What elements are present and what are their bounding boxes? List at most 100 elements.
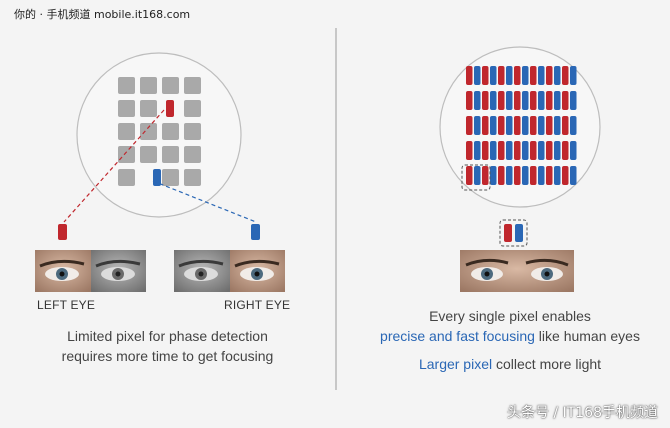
dual-pixel-blue — [554, 91, 561, 110]
dual-pixel-blue — [522, 116, 529, 135]
left-eye-photo — [35, 250, 146, 292]
left-eye-pixel-red — [58, 224, 67, 240]
dual-pixel-red — [546, 66, 553, 85]
dual-pixel-blue — [538, 141, 545, 160]
gray-pixel — [118, 123, 135, 140]
dual-pixel-red — [498, 116, 505, 135]
dual-pixel-blue — [570, 116, 577, 135]
dual-pixel-blue — [570, 66, 577, 85]
dual-pixel-red — [562, 91, 569, 110]
left-eye-label: LEFT EYE — [37, 298, 96, 312]
dual-pixel-red — [482, 66, 489, 85]
gray-pixel — [140, 77, 157, 94]
dual-pixel-red — [514, 116, 521, 135]
dual-pixel-blue — [570, 91, 577, 110]
right-eye-pixel-blue — [251, 224, 260, 240]
both-eyes-photo — [460, 250, 574, 292]
dual-pixel-blue — [522, 66, 529, 85]
dual-pixel-red — [498, 141, 505, 160]
dual-pixel-blue — [490, 116, 497, 135]
dual-pixel-blue — [522, 91, 529, 110]
dual-pixel-blue — [554, 141, 561, 160]
dual-pixel-blue — [490, 166, 497, 185]
gray-pixel — [184, 100, 201, 117]
left-pixel-grid — [118, 77, 201, 186]
dual-pixel-red — [482, 91, 489, 110]
dual-pixel-blue — [570, 166, 577, 185]
left-sensor-circle — [76, 52, 242, 218]
dual-pixel-blue — [490, 141, 497, 160]
right-caption-line2: precise and fast focusing like human eye… — [355, 328, 665, 344]
dual-pixel-red — [514, 66, 521, 85]
dual-pixel-blue — [474, 66, 481, 85]
dual-pixel-blue — [474, 141, 481, 160]
dual-pixel-red — [546, 166, 553, 185]
gray-pixel — [184, 146, 201, 163]
dual-pixel-blue — [506, 66, 513, 85]
right-caption-line3-rest: collect more light — [492, 356, 602, 372]
dual-pixel-blue — [490, 66, 497, 85]
dual-pixel-blue — [538, 116, 545, 135]
dual-pixel-blue — [506, 91, 513, 110]
dual-pixel-blue — [506, 166, 513, 185]
gray-pixel — [162, 169, 179, 186]
dual-pixel-blue — [538, 166, 545, 185]
dual-pixel-blue — [538, 91, 545, 110]
dual-pixel-red — [514, 141, 521, 160]
dual-pixel-blue — [570, 141, 577, 160]
gray-pixel — [162, 123, 179, 140]
dual-pixel-red — [466, 141, 473, 160]
dual-pixel-blue — [506, 141, 513, 160]
dual-pixel-blue — [522, 141, 529, 160]
right-caption-line1: Every single pixel enables — [429, 308, 591, 324]
watermark-top: 你的 · 手机频道 mobile.it168.com — [14, 8, 191, 21]
right-eye-label: RIGHT EYE — [224, 298, 291, 312]
gray-pixel — [184, 77, 201, 94]
right-caption-line2-rest: like human eyes — [534, 328, 640, 344]
gray-pixel — [118, 146, 135, 163]
right-caption-line3: Larger pixel collect more light — [355, 356, 665, 372]
dual-pixel-blue — [554, 66, 561, 85]
right-caption-line2-highlight: precise and fast focusing — [380, 328, 535, 344]
gray-pixel — [140, 100, 157, 117]
dual-pixel-red — [546, 141, 553, 160]
dual-pixel-blue — [474, 116, 481, 135]
left-blue-connector — [152, 180, 257, 223]
gray-pixel — [140, 123, 157, 140]
dual-pixel-red — [498, 166, 505, 185]
gray-pixel — [140, 146, 157, 163]
highlighted-dual-pixel-box — [461, 164, 491, 191]
dual-pixel-blue — [474, 166, 481, 185]
dual-pixel-red — [466, 66, 473, 85]
dual-pixel-blue — [554, 166, 561, 185]
dual-pixel-red — [562, 141, 569, 160]
left-caption-line2: requires more time to get focusing — [61, 348, 274, 364]
dual-pixel-red — [514, 91, 521, 110]
gray-pixel — [118, 77, 135, 94]
gray-pixel — [184, 123, 201, 140]
watermark-bottom: 头条号 / IT168手机频道 — [506, 405, 658, 421]
phase-pixel-red — [166, 100, 174, 117]
dual-pixel-red — [498, 91, 505, 110]
right-caption-line3-highlight: Larger pixel — [418, 356, 493, 372]
dual-pixel-blue — [474, 91, 481, 110]
gray-pixel — [118, 169, 135, 186]
dual-pixel-blue — [522, 166, 529, 185]
dual-pixel-blue — [506, 116, 513, 135]
left-caption-line1: Limited pixel for phase detection — [67, 328, 268, 344]
dual-pixel-red — [530, 66, 537, 85]
dual-pixel-red — [466, 91, 473, 110]
dual-pixel-red — [466, 166, 473, 185]
dual-pixel-red — [530, 116, 537, 135]
dual-pixel-red — [482, 116, 489, 135]
right-eye-photo — [174, 250, 285, 292]
dual-pixel-red — [562, 166, 569, 185]
dual-pixel-red — [562, 116, 569, 135]
right-pixel-grid — [466, 66, 577, 185]
dual-pixel-red — [546, 91, 553, 110]
dual-pixel-red — [482, 166, 489, 185]
dual-pixel-blue — [554, 116, 561, 135]
dual-pixel-blue — [490, 91, 497, 110]
